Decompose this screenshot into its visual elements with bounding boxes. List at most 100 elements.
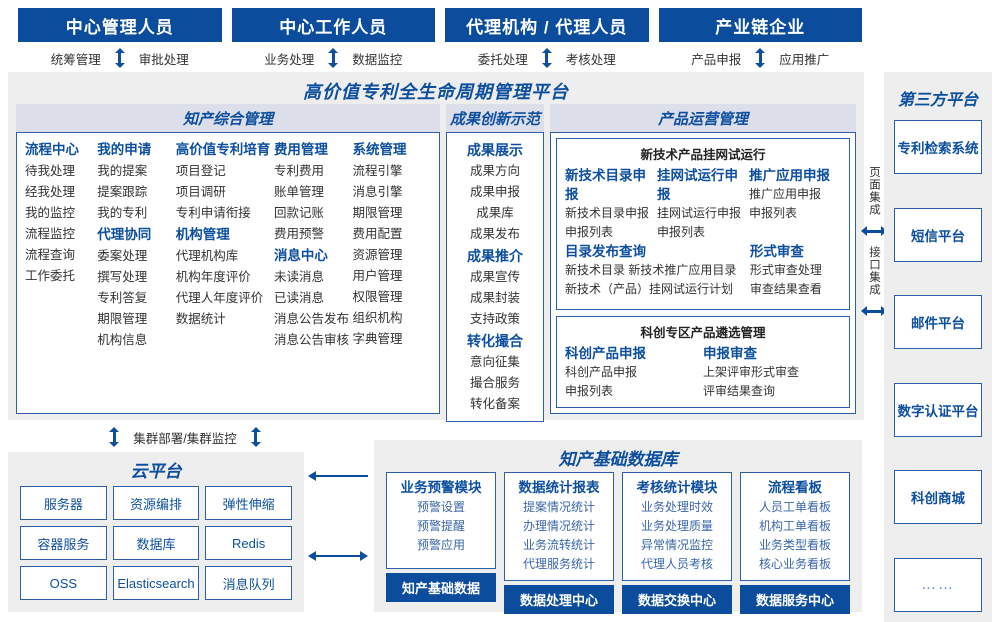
menu-item[interactable]: 我的专利: [97, 206, 148, 220]
menu-item[interactable]: 推广应用申报: [749, 187, 822, 201]
menu-item[interactable]: 申报列表: [657, 225, 706, 239]
role-banner-3[interactable]: 产业链企业: [658, 8, 862, 42]
database-item[interactable]: 人员工单看板: [758, 500, 831, 514]
group-head-新技术目录申报[interactable]: 新技术目录申报: [565, 168, 646, 202]
menu-item[interactable]: 支持政策: [469, 312, 520, 326]
menu-item[interactable]: 我的监控: [25, 206, 76, 220]
database-item[interactable]: 业务处理时效: [640, 500, 713, 514]
menu-item[interactable]: 未读消息: [273, 270, 324, 284]
menu-item[interactable]: 成果发布: [469, 227, 520, 241]
group-head-系统管理[interactable]: 系统管理: [352, 142, 407, 157]
menu-item[interactable]: 流程引擎: [352, 164, 403, 178]
menu-item[interactable]: 消息引擎: [352, 185, 403, 199]
menu-item[interactable]: 消息公告发布: [273, 312, 349, 326]
cloud-service-item[interactable]: Elasticsearch: [112, 566, 200, 600]
menu-item[interactable]: 专利申请衔接: [175, 206, 251, 220]
database-item[interactable]: 业务流转统计: [522, 538, 595, 552]
cloud-service-item[interactable]: 服务器: [20, 486, 107, 520]
database-item[interactable]: 业务类型看板: [758, 538, 831, 552]
group-head-我的申请[interactable]: 我的申请: [97, 142, 152, 157]
group-head-成果展示[interactable]: 成果展示: [467, 142, 523, 158]
menu-item[interactable]: 用户管理: [352, 269, 403, 283]
menu-item[interactable]: 流程监控: [25, 227, 76, 241]
third-party-item-5[interactable]: ……: [894, 557, 982, 612]
menu-item[interactable]: 成果方向: [469, 164, 520, 178]
role-banner-1[interactable]: 中心工作人员: [231, 8, 435, 42]
menu-item[interactable]: 消息公告审核: [273, 333, 349, 347]
menu-item[interactable]: 账单管理: [273, 185, 324, 199]
menu-item[interactable]: 申报列表: [749, 206, 798, 220]
role-banner-2[interactable]: 代理机构 / 代理人员: [445, 8, 649, 42]
role-banner-0[interactable]: 中心管理人员: [18, 8, 222, 42]
menu-item[interactable]: 组织机构: [352, 311, 403, 325]
database-footer-1[interactable]: 数据处理中心: [504, 585, 614, 614]
database-item[interactable]: 异常情况监控: [640, 538, 713, 552]
database-item[interactable]: 代理服务统计: [522, 557, 595, 571]
menu-item[interactable]: 资源管理: [352, 248, 403, 262]
menu-item[interactable]: 成果库: [476, 206, 514, 220]
group-head-申报审查[interactable]: 申报审查: [703, 346, 757, 361]
menu-item[interactable]: 经我处理: [25, 185, 76, 199]
menu-item[interactable]: 费用预警: [273, 227, 324, 241]
database-item[interactable]: 预警设置: [416, 500, 465, 514]
menu-item[interactable]: 回款记账: [273, 206, 324, 220]
database-item[interactable]: 提案情况统计: [522, 500, 595, 514]
menu-item[interactable]: 已读消息: [273, 291, 324, 305]
group-head-流程中心[interactable]: 流程中心: [25, 142, 79, 157]
cloud-service-item[interactable]: 弹性伸缩: [205, 486, 292, 520]
menu-item[interactable]: 代理人年度评价: [175, 291, 264, 305]
menu-item[interactable]: 新技术（产品）挂网试运行计划: [565, 282, 734, 296]
database-item[interactable]: 代理人员考核: [640, 557, 713, 571]
group-head-成果推介[interactable]: 成果推介: [467, 248, 523, 264]
cloud-service-item[interactable]: 容器服务: [20, 526, 107, 560]
cloud-service-item[interactable]: 数据库: [112, 526, 200, 560]
menu-item[interactable]: 工作委托: [25, 269, 76, 283]
menu-item[interactable]: 专利答复: [97, 291, 148, 305]
menu-item[interactable]: 成果封装: [469, 291, 520, 305]
menu-item[interactable]: 意向征集: [469, 355, 520, 369]
menu-item[interactable]: 数据统计: [175, 312, 226, 326]
menu-item[interactable]: 转化备案: [469, 397, 520, 411]
database-item[interactable]: 机构工单看板: [758, 519, 831, 533]
menu-item[interactable]: 提案跟踪: [97, 185, 148, 199]
group-head-推广应用申报[interactable]: 推广应用申报: [749, 168, 830, 183]
group-head-机构管理[interactable]: 机构管理: [175, 227, 230, 242]
database-footer-3[interactable]: 数据服务中心: [740, 585, 850, 614]
menu-item[interactable]: 审查结果查看: [749, 282, 822, 296]
menu-item[interactable]: 委案处理: [97, 249, 148, 263]
menu-item[interactable]: 新技术目录申报: [565, 206, 650, 220]
menu-item[interactable]: 形式审查处理: [749, 263, 822, 277]
menu-item[interactable]: 代理机构库: [175, 249, 239, 263]
menu-item[interactable]: 权限管理: [352, 290, 403, 304]
group-head-转化撮合[interactable]: 转化撮合: [467, 333, 523, 349]
menu-item[interactable]: 挂网试运行申报: [657, 206, 742, 220]
group-head-科创产品申报[interactable]: 科创产品申报: [565, 346, 646, 361]
menu-item[interactable]: 申报列表: [565, 225, 614, 239]
menu-item[interactable]: 专利费用: [273, 164, 324, 178]
menu-item[interactable]: 撮合服务: [469, 376, 520, 390]
menu-item[interactable]: 流程查询: [25, 248, 76, 262]
menu-item[interactable]: 我的提案: [97, 164, 148, 178]
menu-item[interactable]: 字典管理: [352, 332, 403, 346]
menu-item[interactable]: 期限管理: [352, 206, 403, 220]
menu-item[interactable]: 费用配置: [352, 227, 403, 241]
database-item[interactable]: 预警应用: [416, 538, 465, 552]
menu-item[interactable]: 科创产品申报: [565, 365, 638, 379]
database-item[interactable]: 预警提醒: [416, 519, 465, 533]
menu-item[interactable]: 待我处理: [25, 164, 76, 178]
cloud-service-item[interactable]: 消息队列: [205, 566, 292, 600]
menu-item[interactable]: 撰写处理: [97, 270, 148, 284]
menu-item[interactable]: 期限管理: [97, 312, 148, 326]
menu-item[interactable]: 评审结果查询: [703, 384, 776, 398]
third-party-item-4[interactable]: 科创商城: [894, 470, 982, 525]
database-footer-0[interactable]: 知产基础数据: [386, 573, 496, 602]
cloud-service-item[interactable]: Redis: [205, 526, 292, 560]
third-party-item-1[interactable]: 短信平台: [894, 207, 982, 262]
menu-item[interactable]: 申报列表: [565, 384, 614, 398]
third-party-item-3[interactable]: 数字认证平台: [894, 382, 982, 437]
group-head-代理协同[interactable]: 代理协同: [97, 227, 152, 242]
menu-item[interactable]: 项目登记: [175, 164, 226, 178]
third-party-item-0[interactable]: 专利检索系统: [894, 120, 982, 174]
group-head-消息中心[interactable]: 消息中心: [273, 248, 328, 263]
menu-item[interactable]: 项目调研: [175, 185, 226, 199]
